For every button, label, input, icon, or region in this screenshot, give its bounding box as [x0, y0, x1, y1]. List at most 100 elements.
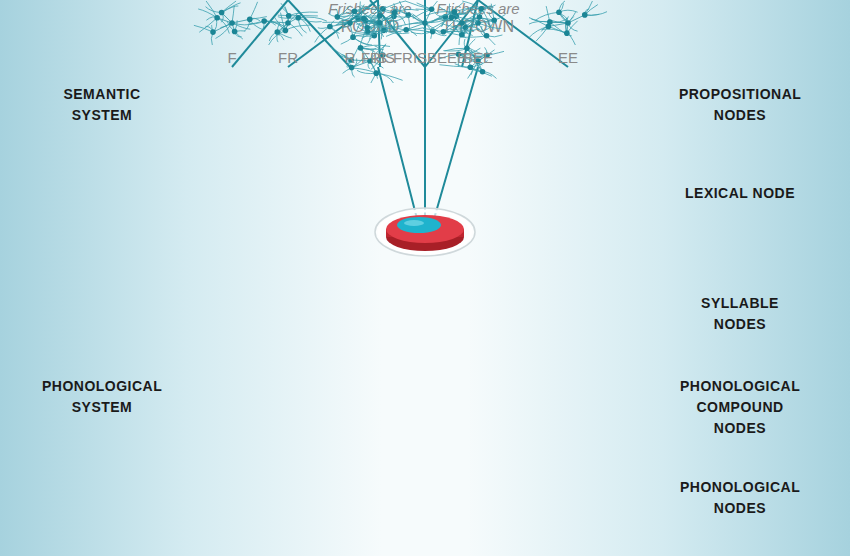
dendrite	[423, 29, 443, 32]
dendrite	[194, 25, 213, 32]
neuron-node: EE	[524, 0, 612, 67]
frisbee-center	[397, 217, 441, 233]
neuron-soma	[478, 6, 484, 12]
neuron-soma	[352, 8, 358, 14]
dendrite	[198, 9, 217, 18]
dendrite	[454, 7, 476, 12]
dendrite	[353, 68, 376, 73]
neuron-soma	[373, 70, 379, 76]
neuron-soma	[422, 20, 428, 26]
node-text: EE	[524, 49, 612, 67]
neuron-soma	[327, 24, 333, 30]
dendrite	[535, 12, 559, 20]
dendrite	[470, 67, 491, 76]
system-label: LEXICAL NODE	[685, 183, 795, 204]
dendrite	[232, 23, 253, 25]
axon	[213, 23, 232, 32]
neuron-soma	[484, 33, 490, 39]
dendrite	[361, 6, 383, 10]
dendrite	[357, 70, 376, 73]
neuron-node: F	[188, 0, 276, 67]
neuron-soma	[347, 20, 353, 26]
neuron-soma	[377, 13, 383, 19]
node-text: B	[418, 49, 506, 67]
system-label: SEMANTIC SYSTEM	[63, 84, 140, 126]
neuron-soma	[477, 14, 483, 20]
neuron-soma	[232, 29, 238, 35]
dendrite	[479, 17, 493, 30]
neuron-cluster	[438, 0, 518, 46]
neuron-soma	[210, 29, 216, 35]
neuron-soma	[361, 16, 367, 22]
dendrite	[364, 19, 387, 28]
neuron-strokes	[439, 1, 505, 45]
system-label: PHONOLOGICAL COMPOUND NODES	[680, 376, 800, 439]
dendrite	[431, 17, 451, 28]
dendrite	[462, 11, 485, 23]
neuron-soma	[285, 20, 291, 26]
frisbee-highlight	[404, 220, 424, 226]
neuron-soma	[491, 17, 497, 23]
dendrite	[548, 26, 571, 36]
neuron-soma	[335, 14, 341, 20]
neuron-soma	[452, 9, 458, 15]
dendrite	[394, 16, 415, 18]
neuron-strokes	[194, 1, 267, 45]
neuron-cluster	[422, 0, 502, 46]
neuron-soma	[219, 10, 225, 16]
neuron-soma	[547, 19, 553, 25]
neuron-node: Frisbees areTHROWN	[432, 0, 523, 84]
neuron-soma	[214, 15, 220, 21]
neuron-soma	[441, 29, 447, 35]
dendrite	[315, 27, 330, 43]
frisbee-top	[386, 215, 464, 243]
node-text: R	[306, 49, 394, 67]
dendrite	[384, 30, 410, 33]
dendrite	[361, 45, 390, 48]
neuron-node: BEE	[434, 0, 522, 67]
dendrite	[405, 1, 431, 9]
node-text: BEE	[434, 49, 522, 67]
dendrite	[529, 21, 550, 24]
neuron-soma	[556, 9, 562, 15]
neuron-soma	[286, 13, 292, 19]
dendrite	[585, 12, 607, 16]
axon	[330, 23, 350, 27]
dendrite	[364, 5, 380, 19]
neuron-soma	[582, 12, 588, 18]
neuron-cluster	[248, 0, 328, 46]
dendrite	[206, 1, 217, 18]
dendrite	[443, 30, 474, 31]
dendrite	[463, 36, 486, 37]
node-text: F	[188, 49, 276, 67]
neuron-soma	[403, 27, 409, 33]
neuron-strokes	[315, 5, 387, 45]
neuron-soma	[261, 18, 267, 24]
dendrite	[353, 34, 375, 37]
neuron-soma	[350, 34, 356, 40]
neuron-soma	[283, 28, 289, 34]
system-divider	[0, 267, 850, 268]
neuron-node: R	[306, 0, 394, 67]
neuron-soma	[449, 15, 455, 21]
neuron-soma	[459, 20, 465, 26]
neuron-soma	[295, 15, 301, 21]
system-label: PROPOSITIONAL NODES	[679, 84, 801, 126]
system-label: PHONOLOGICAL NODES	[680, 477, 800, 519]
neuron-soma	[564, 30, 570, 36]
dendrite	[289, 15, 318, 16]
dendrite	[298, 18, 321, 22]
dendrite	[285, 25, 310, 30]
neuron-strokes	[339, 1, 415, 38]
node-text: FR	[244, 49, 332, 67]
neuron-strokes	[249, 3, 327, 45]
neuron-soma	[247, 17, 253, 23]
dendrite	[550, 22, 566, 34]
neuron-soma	[364, 25, 370, 31]
dendrite	[426, 17, 451, 22]
dendrite	[376, 73, 393, 83]
neuron-soma	[274, 29, 280, 35]
neuron-strokes	[423, 4, 496, 38]
axon	[443, 23, 462, 32]
